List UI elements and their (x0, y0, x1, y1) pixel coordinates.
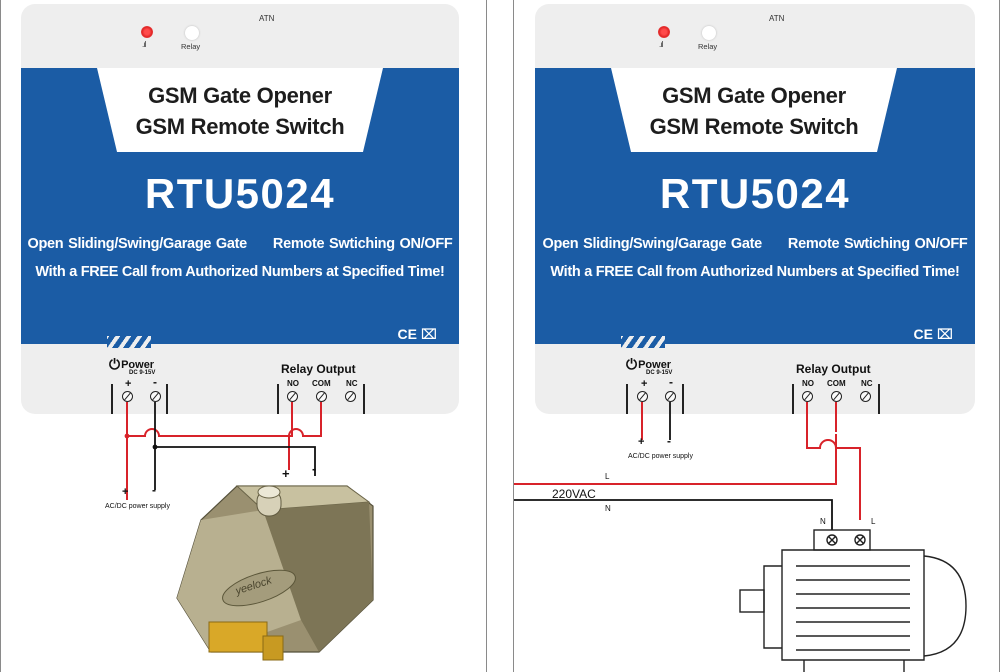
terminal-block-edge (878, 384, 880, 414)
feature-left: Open Sliding/Swing/Garage Gate (542, 236, 763, 252)
tagline: With a FREE Call from Authorized Numbers… (550, 264, 960, 280)
lock-minus-label: - (312, 461, 317, 476)
decor-stripes (621, 336, 665, 348)
title-line-1: GSM Gate Opener (662, 83, 846, 108)
signal-bars-icon: .ıl (142, 40, 146, 49)
terminal-block-edge (363, 384, 365, 414)
signal-led-icon (658, 26, 670, 38)
supply-minus-label: - (667, 434, 671, 448)
relay-led-icon (185, 26, 199, 40)
relay-led-icon (702, 26, 716, 40)
relay-output-title: Relay Output (281, 362, 356, 376)
power-icon: ⏻ (626, 356, 638, 372)
decor-stripes (107, 336, 151, 348)
right-wiring-panel: GSM Gate Opener GSM Remote Switch RTU502… (513, 0, 1000, 672)
terminal-no-label: NO (287, 379, 299, 388)
terminal-screw-icon (665, 391, 676, 402)
motor-icon (739, 529, 967, 672)
terminal-screw-icon (316, 391, 327, 402)
motor-n-label: N (820, 517, 826, 526)
left-wiring-panel: GSM Gate Opener GSM Remote Switch RTU502… (0, 0, 487, 672)
terminal-screw-icon (860, 391, 871, 402)
title-line-2: GSM Remote Switch (135, 114, 345, 139)
electric-lock-icon (176, 485, 374, 661)
terminal-screw-icon (345, 391, 356, 402)
model-name: RTU5024 (144, 170, 336, 217)
terminal-screw-icon (122, 391, 133, 402)
power-range: DC 9-15V (129, 370, 156, 376)
motor-l-label: L (871, 517, 876, 526)
wire-red-com-to-lock (288, 402, 322, 470)
device-body: GSM Gate Opener GSM Remote Switch RTU502… (21, 4, 459, 414)
terminal-no-label: NO (802, 379, 814, 388)
supply-plus-label: + (122, 486, 129, 498)
title-plate: GSM Gate Opener GSM Remote Switch (97, 68, 383, 152)
terminal-com-label: COM (312, 379, 331, 388)
atn-label: ATN (259, 14, 275, 23)
terminal-nc-label: NC (346, 379, 358, 388)
feature-right: Remote Swtiching ON/OFF (272, 236, 453, 252)
terminal-block-edge (682, 384, 684, 414)
device-body: GSM Gate Opener GSM Remote Switch RTU502… (535, 4, 975, 414)
terminal-plus-label: + (641, 378, 648, 390)
terminal-block-edge (792, 384, 794, 414)
ce-mark: CE ⌧ (913, 326, 953, 342)
terminal-plus-label: + (125, 378, 132, 390)
feature-line: Open Sliding/Swing/Garage Gate Remote Swt… (535, 236, 975, 252)
ce-mark: CE ⌧ (397, 326, 437, 342)
relay-output-title: Relay Output (796, 362, 871, 376)
line-label: L (605, 472, 610, 481)
terminal-nc-label: NC (861, 379, 873, 388)
terminal-screw-icon (150, 391, 161, 402)
terminal-block-edge (626, 384, 628, 414)
wire-junction-dot (124, 433, 130, 439)
title-line-1: GSM Gate Opener (148, 83, 332, 108)
wiring-diagram (124, 402, 374, 661)
wire-red-no (806, 402, 861, 520)
supply-label: AC/DC power supply (628, 453, 693, 460)
feature-left: Open Sliding/Swing/Garage Gate (27, 236, 248, 252)
terminal-screw-icon (802, 391, 813, 402)
terminal-block-edge (277, 384, 279, 414)
wire-black-minus-to-lock (155, 446, 316, 476)
feature-right: Remote Swtiching ON/OFF (787, 236, 968, 252)
signal-led-icon (141, 26, 153, 38)
terminal-minus-label: - (669, 375, 673, 389)
neutral-label: N (605, 504, 611, 513)
feature-line: Open Sliding/Swing/Garage Gate Remote Swt… (21, 236, 459, 252)
supply-plus-label: + (638, 436, 645, 448)
power-icon: ⏻ (109, 356, 121, 372)
relay-led-label: Relay (698, 42, 718, 51)
wire-black-neutral (514, 499, 833, 530)
lock-plus-label: + (282, 466, 290, 481)
terminal-screw-icon (287, 391, 298, 402)
title-plate: GSM Gate Opener GSM Remote Switch (611, 68, 897, 152)
mains-voltage-label: 220VAC (552, 487, 596, 501)
terminal-block-edge (111, 384, 113, 414)
wiring-diagram (514, 402, 967, 672)
wire-red-plus-to-no (127, 402, 293, 437)
signal-bars-icon: .ıl (659, 40, 663, 49)
relay-led-label: Relay (181, 42, 201, 51)
supply-minus-label: - (152, 483, 156, 497)
power-label: ⏻Power (109, 356, 155, 372)
supply-label: AC/DC power supply (105, 503, 170, 510)
title-line-2: GSM Remote Switch (649, 114, 859, 139)
atn-label: ATN (769, 14, 785, 23)
terminal-minus-label: - (153, 375, 157, 389)
wire-red-line (514, 434, 837, 485)
tagline: With a FREE Call from Authorized Numbers… (35, 264, 445, 280)
terminal-screw-icon (637, 391, 648, 402)
power-label: ⏻Power (626, 356, 672, 372)
terminal-screw-icon (831, 391, 842, 402)
wire-junction-dot (152, 444, 158, 450)
power-range: DC 9-15V (646, 370, 673, 376)
model-name: RTU5024 (659, 170, 851, 217)
terminal-block-edge (166, 384, 168, 414)
terminal-com-label: COM (827, 379, 846, 388)
